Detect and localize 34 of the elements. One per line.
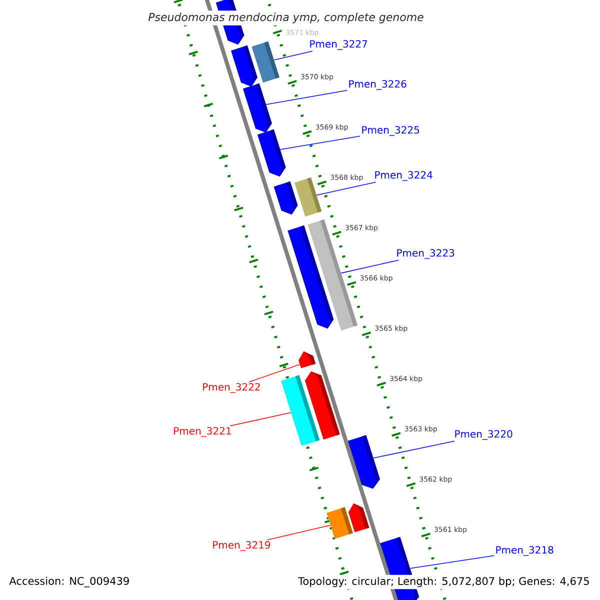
- gene-label: Pmen_3220: [455, 430, 512, 440]
- gene-feature: [242, 83, 272, 133]
- leader-line: [267, 524, 331, 540]
- gene-feature: [294, 177, 322, 217]
- gene-feature: [348, 435, 380, 489]
- leader-line: [410, 555, 494, 569]
- gene-label: Pmen_3224: [375, 171, 432, 181]
- leader-line: [266, 90, 348, 105]
- gene-feature: [288, 225, 334, 329]
- leader-line: [230, 412, 292, 426]
- gene-feature: [304, 371, 340, 440]
- gene-label: Pmen_3225: [362, 126, 420, 136]
- gene-feature: [274, 181, 298, 215]
- title: Pseudomonas mendocina ymp, complete genome: [146, 10, 426, 26]
- leader-line: [373, 440, 455, 458]
- gene-label: Pmen_3218: [496, 546, 554, 556]
- gene-feature: [326, 507, 353, 539]
- gene-label: Pmen_3221: [174, 427, 231, 437]
- gene-feature: [230, 45, 258, 87]
- gene-feature: [257, 129, 286, 177]
- leader-line: [280, 136, 360, 150]
- footer-text: Topology: circular; Length: 5,072,807 bp; Genes: 4,675: [296, 574, 592, 590]
- footer-text: Accession: NC_009439: [7, 574, 132, 590]
- gene-feature: [348, 503, 370, 532]
- gene-label: Pmen_3222: [203, 383, 260, 393]
- gene-label: Pmen_3227: [310, 40, 368, 50]
- gene-label: Pmen_3226: [349, 80, 406, 90]
- gene-label: Pmen_3219: [213, 541, 270, 551]
- leader-line: [248, 364, 300, 382]
- gene-label: Pmen_3223: [397, 249, 454, 259]
- gene-feature: [298, 351, 316, 368]
- leader-line: [274, 50, 313, 60]
- leader-line: [340, 260, 400, 274]
- leader-line: [316, 182, 376, 196]
